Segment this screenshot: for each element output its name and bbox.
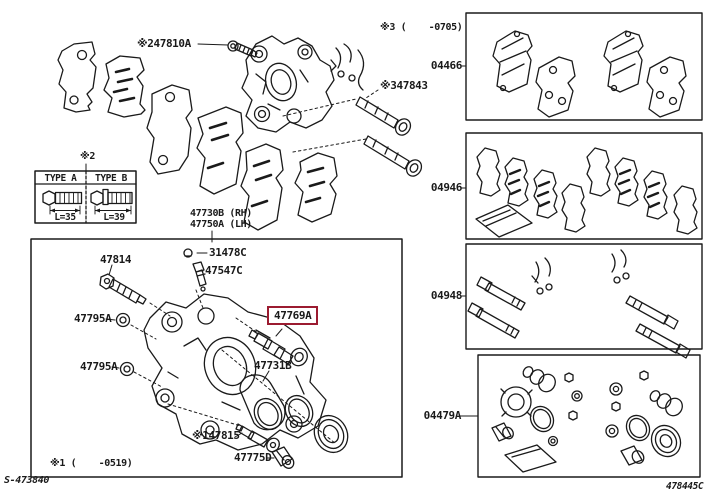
kit-label-04479A[interactable]: 04479A bbox=[423, 409, 462, 422]
kit-label-04948[interactable]: 04948 bbox=[430, 289, 463, 302]
part-label-347843[interactable]: ※347843 bbox=[380, 79, 428, 92]
leader-lines bbox=[85, 43, 479, 459]
guide-pin-drawing-2 bbox=[363, 135, 423, 177]
slide-bolt-drawing bbox=[99, 273, 147, 305]
piston-drawing bbox=[239, 374, 286, 431]
pad-shim-drawing-2 bbox=[103, 55, 146, 118]
kit-04466-pads-drawing bbox=[492, 30, 687, 118]
bushing-drawing-lower bbox=[119, 361, 135, 377]
bolt-type-table-drawing bbox=[34, 170, 137, 224]
piston-seal-drawing bbox=[284, 394, 314, 428]
pad-friction-drawing-2 bbox=[240, 143, 284, 231]
kit-04946-shims-drawing bbox=[475, 147, 698, 238]
cylinder-boot-drawing bbox=[313, 414, 349, 454]
pad-shim-drawing-1 bbox=[57, 41, 97, 113]
plug-47775-drawing bbox=[271, 446, 295, 469]
table-length-a: L=35 bbox=[54, 212, 76, 223]
part-label-47730B-rh[interactable]: 47730B (RH) bbox=[190, 208, 252, 219]
part-label-47814[interactable]: 47814 bbox=[100, 253, 132, 266]
kit-label-04946[interactable]: 04946 bbox=[430, 181, 463, 194]
table-length-b: L=39 bbox=[103, 212, 125, 223]
table-ref-note: ※2 bbox=[80, 151, 95, 162]
sheet-code: S-473840 bbox=[4, 475, 49, 486]
table-header-type-a: TYPE A bbox=[44, 173, 77, 184]
slide-pin-drawing-47769 bbox=[248, 329, 308, 367]
part-label-31478C[interactable]: 31478C bbox=[209, 246, 247, 259]
pad-friction-drawing-1 bbox=[196, 106, 244, 195]
pad-friction-drawing-3 bbox=[294, 152, 338, 223]
bushing-drawing-upper bbox=[115, 312, 131, 328]
mount-bracket-drawing bbox=[241, 35, 335, 133]
kit-label-04466[interactable]: 04466 bbox=[430, 59, 463, 72]
part-label-47769A-highlighted[interactable]: 47769A bbox=[267, 306, 319, 325]
part-label-147815[interactable]: ※147815 bbox=[192, 429, 240, 442]
caliper-body-drawing bbox=[143, 293, 327, 451]
part-label-47810A[interactable]: ※247810A bbox=[137, 37, 191, 50]
bleeder-plug-drawing bbox=[183, 248, 207, 292]
part-label-47731B[interactable]: 47731B bbox=[254, 359, 292, 372]
figure-code: 478445C bbox=[666, 481, 704, 492]
caliper-detail-box bbox=[30, 238, 403, 478]
note-3-applicability: ※3 ( -0705) bbox=[380, 22, 463, 33]
kit-04948-pins-drawing bbox=[467, 249, 691, 359]
note-1-applicability: ※1 ( -0519) bbox=[50, 458, 133, 469]
assembly-dashed-lines bbox=[130, 89, 379, 445]
retainer-clips-drawing bbox=[330, 43, 365, 91]
part-label-47750A-lh[interactable]: 47750A (LH) bbox=[190, 219, 252, 230]
table-header-type-b: TYPE B bbox=[95, 173, 127, 184]
part-label-47775D[interactable]: 47775D bbox=[234, 451, 272, 464]
pin-147815-drawing bbox=[235, 423, 280, 453]
part-label-47547C[interactable]: 47547C bbox=[205, 264, 243, 277]
part-label-47795A-upper[interactable]: 47795A bbox=[74, 312, 112, 325]
kit-04479-seal-kit-drawing bbox=[491, 366, 683, 473]
guide-pin-drawing-1 bbox=[355, 96, 412, 136]
pad-plate-drawing bbox=[146, 84, 193, 175]
part-label-47795A-lower[interactable]: 47795A bbox=[80, 360, 118, 373]
